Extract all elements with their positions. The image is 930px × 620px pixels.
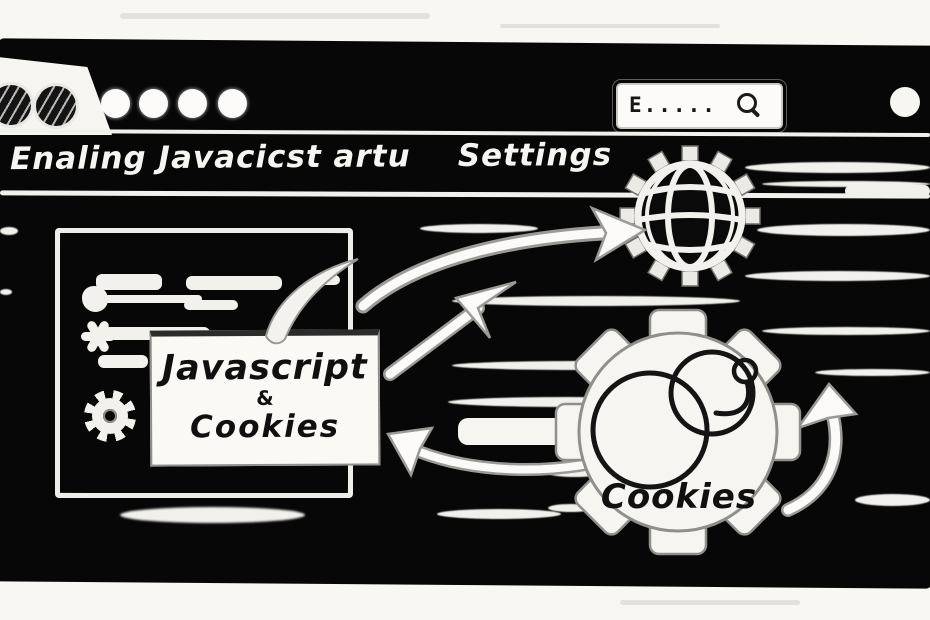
sketch-streak xyxy=(548,469,602,477)
asterisk-icon xyxy=(80,318,116,354)
panel-row-bar xyxy=(184,300,238,310)
sketch-streak xyxy=(745,271,930,281)
card-ampersand: & xyxy=(256,385,274,411)
window-control-hatched-icon[interactable] xyxy=(33,83,79,129)
panel-row-bar xyxy=(104,295,202,303)
sketch-streak xyxy=(437,509,561,519)
sketch-streak xyxy=(420,224,538,233)
pencil-streak xyxy=(620,600,800,605)
magnifier-icon[interactable] xyxy=(737,93,757,113)
window-button-dot[interactable] xyxy=(178,89,207,118)
panel-row-bar xyxy=(98,355,148,368)
sketch-streak xyxy=(548,504,594,512)
search-input[interactable]: E..... xyxy=(616,83,783,129)
sketch-streak xyxy=(757,224,930,236)
pencil-streak xyxy=(120,13,430,19)
page-title: Enaling Javacicst artu Settings xyxy=(9,136,613,178)
window-button-dot[interactable] xyxy=(139,89,168,118)
sketch-streak xyxy=(452,361,700,370)
gear-icon xyxy=(84,390,136,442)
sketch-streak xyxy=(0,227,18,235)
window-button-dot[interactable] xyxy=(101,89,130,118)
sketch-streak xyxy=(762,327,930,335)
sketch-streak xyxy=(452,296,740,306)
cookie-gear-label: Cookies xyxy=(600,477,758,517)
panel-row-bar xyxy=(186,276,282,290)
search-value: E..... xyxy=(629,93,717,117)
sketch-bar xyxy=(458,418,688,445)
javascript-cookies-card: Javascript & Cookies xyxy=(149,329,381,467)
sketch-streak xyxy=(448,397,686,407)
sketch-streak xyxy=(815,369,930,376)
window-button-circle[interactable] xyxy=(890,87,920,117)
panel-row-bar xyxy=(96,274,162,290)
sketch-streak xyxy=(762,181,930,187)
card-title: Javascript xyxy=(161,347,368,389)
blob-icon xyxy=(82,286,108,312)
sketch-streak xyxy=(745,162,930,173)
panel-row-bar xyxy=(314,275,340,285)
pencil-streak xyxy=(500,24,720,28)
card-subtitle: Cookies xyxy=(190,408,341,446)
sketch-streak xyxy=(0,289,12,295)
menubar-divider-smear xyxy=(845,185,930,197)
sketch-streak xyxy=(855,494,930,506)
window-button-dot[interactable] xyxy=(218,89,247,118)
sketch-streak xyxy=(120,507,305,523)
